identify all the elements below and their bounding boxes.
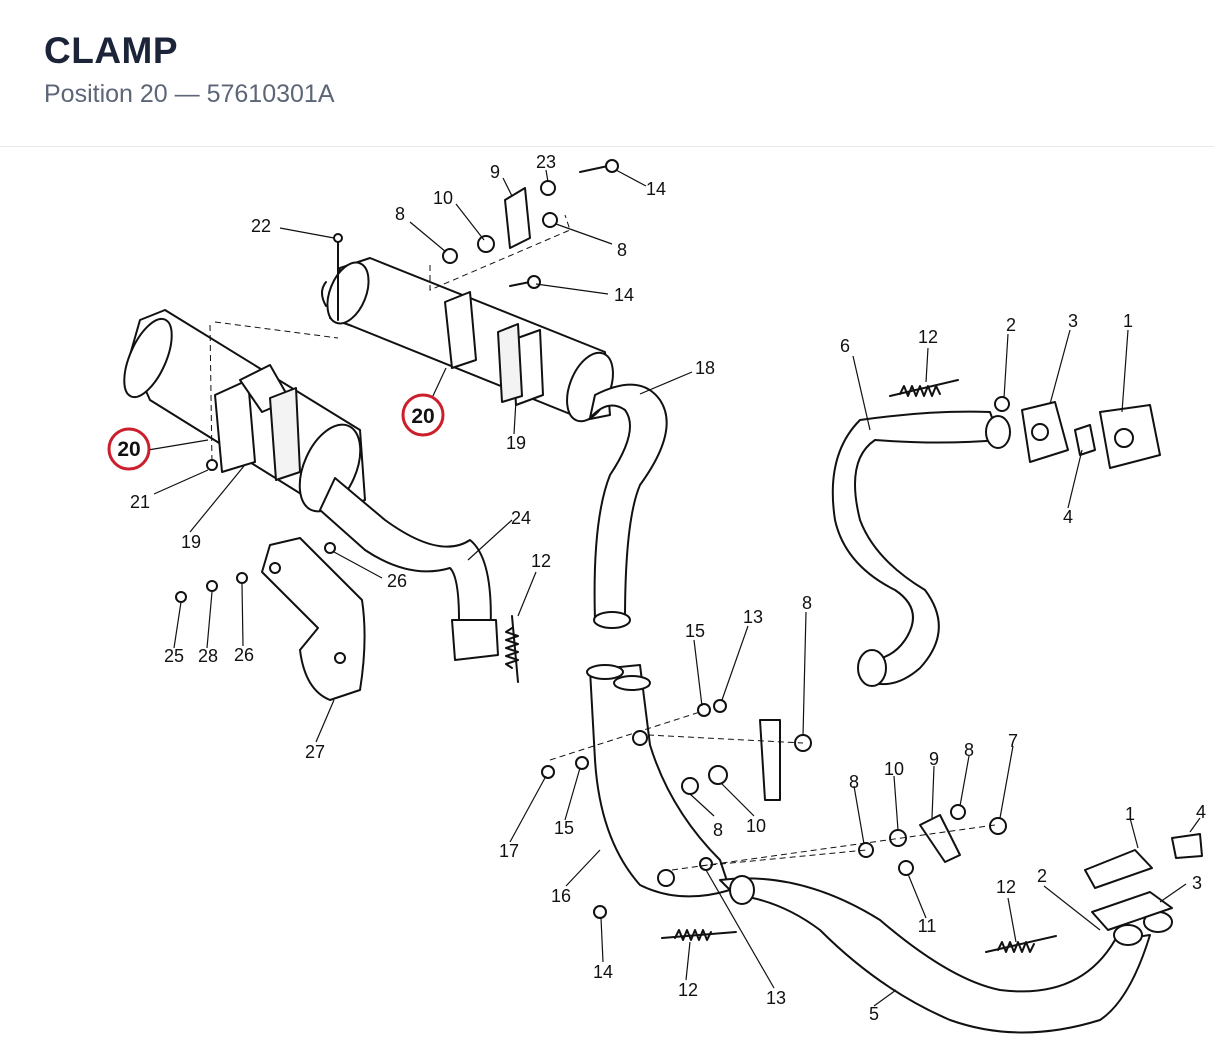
exploded-parts-diagram: 9 23 14 8 10 8 22 14 18 19 6 12 2 3 1 4 … [107, 152, 1206, 1034]
callout-24: 24 [511, 508, 531, 528]
header-pipe-6-drawing [831, 401, 1161, 687]
leader-lines [147, 169, 1201, 1007]
callout-11: 11 [918, 916, 937, 936]
assembly-lines [209, 214, 996, 871]
callout-14: 14 [646, 179, 666, 199]
header: CLAMP Position 20 — 57610301A [0, 0, 1214, 147]
callout-6: 6 [840, 336, 850, 356]
callout-3: 3 [1068, 311, 1078, 331]
pipe-18-drawing [589, 383, 668, 629]
page-title: CLAMP [44, 30, 179, 71]
callout-14: 14 [614, 285, 634, 305]
callout-8: 8 [617, 240, 627, 260]
callout-22: 22 [251, 216, 271, 236]
callout-10: 10 [433, 188, 453, 208]
callout-21: 21 [130, 492, 150, 512]
callout-26: 26 [387, 571, 407, 591]
callout-19: 19 [181, 532, 201, 552]
callout-2: 2 [1006, 315, 1016, 335]
callout-labels: 9 23 14 8 10 8 22 14 18 19 6 12 2 3 1 4 … [130, 152, 1206, 1024]
callout-25: 25 [164, 646, 184, 666]
header-pipes-lower-drawing [586, 664, 1203, 1034]
callout-15: 15 [685, 621, 705, 641]
callout-12: 12 [918, 327, 938, 347]
callout-7: 7 [1008, 731, 1018, 751]
highlight-marker-20-upper[interactable]: 20 [401, 393, 445, 437]
callout-14: 14 [593, 962, 613, 982]
callout-8: 8 [964, 740, 974, 760]
callout-8: 8 [395, 204, 405, 224]
callout-5: 5 [869, 1004, 879, 1024]
highlight-ref-20: 20 [117, 438, 140, 461]
callout-26: 26 [234, 645, 254, 665]
callout-27: 27 [305, 742, 325, 762]
callout-10: 10 [746, 816, 766, 836]
heat-shield-drawing [261, 537, 366, 701]
callout-28: 28 [198, 646, 218, 666]
callout-3: 3 [1192, 873, 1202, 893]
upper-silencer-drawing [321, 257, 614, 423]
callout-2: 2 [1037, 866, 1047, 886]
callout-12: 12 [678, 980, 698, 1000]
callout-12: 12 [996, 877, 1016, 897]
callout-17: 17 [499, 841, 519, 861]
lower-silencer-drawing [123, 309, 499, 661]
callout-9: 9 [929, 749, 939, 769]
callout-4: 4 [1063, 507, 1073, 527]
callout-23: 23 [536, 152, 556, 172]
callout-1: 1 [1125, 804, 1135, 824]
callout-12: 12 [531, 551, 551, 571]
callout-16: 16 [551, 886, 571, 906]
highlight-ref-20: 20 [411, 405, 434, 428]
callout-19: 19 [506, 433, 526, 453]
callout-8: 8 [713, 820, 723, 840]
callout-13: 13 [766, 988, 786, 1008]
highlight-circle-icon [107, 427, 151, 471]
callout-9: 9 [490, 162, 500, 182]
page-subtitle: Position 20 — 57610301A [44, 80, 335, 108]
callout-13: 13 [743, 607, 763, 627]
callout-10: 10 [884, 759, 904, 779]
highlight-marker-20-lower[interactable]: 20 [107, 427, 151, 471]
callout-8: 8 [802, 593, 812, 613]
callout-15: 15 [554, 818, 574, 838]
callout-8: 8 [849, 772, 859, 792]
springs-drawing [505, 379, 1057, 953]
callout-1: 1 [1123, 311, 1133, 331]
highlight-circle-icon [401, 393, 445, 437]
callout-4: 4 [1196, 802, 1206, 822]
callout-18: 18 [695, 358, 715, 378]
